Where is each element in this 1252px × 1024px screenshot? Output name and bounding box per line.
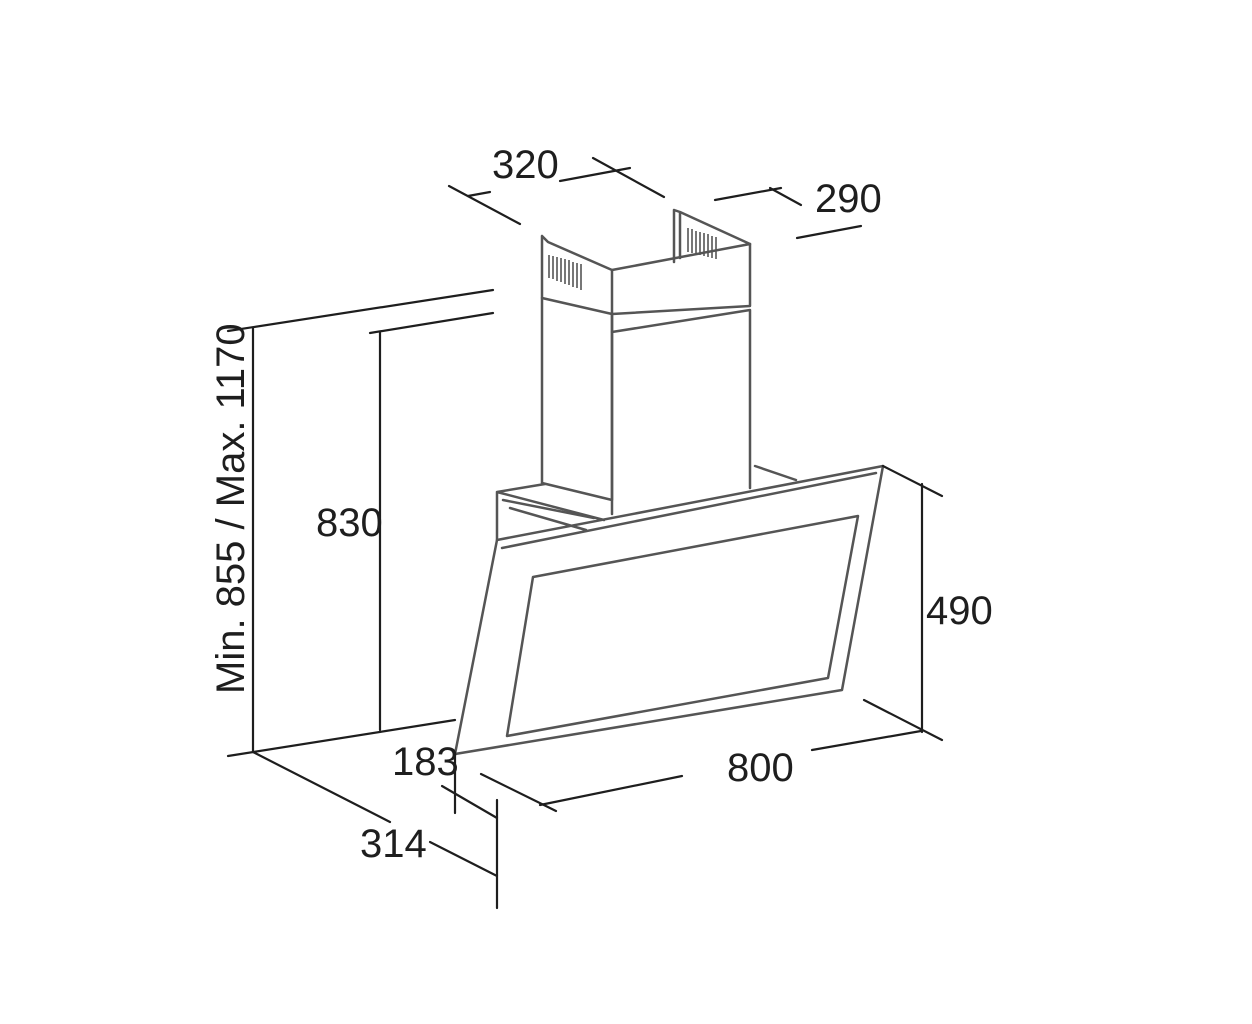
- glass-outer-frame: [453, 464, 885, 756]
- dim-183-tick: [440, 784, 499, 820]
- label-830: 830: [316, 501, 383, 545]
- chimney-upper-left-face: [540, 234, 614, 316]
- dim-290-line-a: [713, 186, 783, 202]
- label-290: 290: [815, 177, 882, 221]
- label-314: 314: [360, 822, 427, 866]
- dim-total-bottom-ext: [226, 718, 457, 758]
- label-320: 320: [492, 143, 559, 187]
- dim-314-diagonal: [251, 750, 392, 824]
- label-490: 490: [926, 589, 993, 633]
- dim-320-ext-right: [591, 156, 666, 199]
- dimension-lines: [226, 156, 944, 910]
- chimney-back-flange: [672, 208, 752, 264]
- dim-320-ext-left: [447, 184, 522, 226]
- dim-800-line-a: [538, 774, 684, 807]
- dim-290-ext-right: [768, 186, 803, 207]
- dim-290-line-b: [795, 224, 863, 240]
- dim-total-top-ext: [226, 288, 495, 333]
- chimney-lower-left-face: [540, 296, 614, 502]
- chimney-lower-right-face: [610, 308, 752, 490]
- glass-outer-frame-edge: [500, 471, 878, 550]
- label-total-height: Min. 855 / Max. 1170: [209, 323, 253, 694]
- dim-320-line-b: [558, 166, 632, 183]
- chimney: [540, 208, 752, 516]
- hood-top-box: [495, 464, 798, 542]
- dim-830-top-ext: [368, 311, 495, 335]
- dim-314-diagonal-b: [428, 840, 499, 878]
- dim-800-line-b: [810, 729, 923, 752]
- dim-320-line-a: [466, 190, 492, 198]
- vent-slots-left: [548, 255, 582, 290]
- dim-490-bottom-ext: [862, 698, 944, 742]
- dim-800-ext-left: [479, 772, 558, 813]
- glass-inner-panel: [505, 514, 860, 738]
- vent-slots-right: [687, 228, 717, 259]
- label-183: 183: [392, 740, 459, 784]
- dim-490-top-ext: [881, 464, 944, 498]
- label-800: 800: [727, 746, 794, 790]
- glass-panel: [453, 464, 885, 756]
